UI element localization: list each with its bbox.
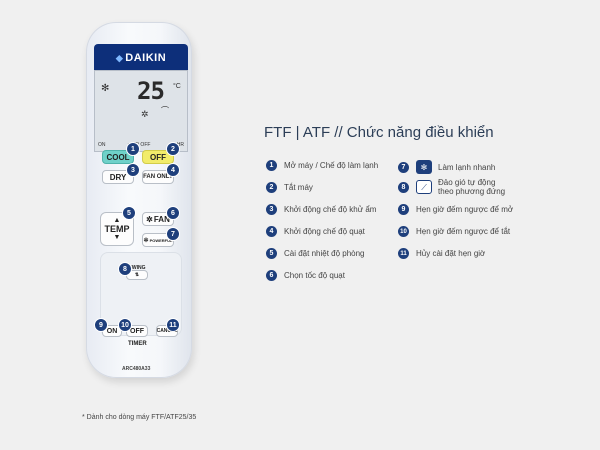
legend-text: Cài đặt nhiệt độ phòng xyxy=(284,249,365,258)
legend-text: Khởi động chế độ khử ẩm xyxy=(284,205,377,214)
legend-number: 8 xyxy=(398,181,409,193)
legend-number: 1 xyxy=(266,160,277,171)
badge-5: 5 xyxy=(122,206,136,220)
legend-item-4: 4 Khởi động chế độ quạt xyxy=(266,226,365,237)
fan-label: FAN xyxy=(153,214,170,224)
legend-text-line2: theo phương đứng xyxy=(438,187,506,196)
footnote: * Dành cho dòng máy FTF/ATF25/35 xyxy=(82,414,197,421)
legend-number: 2 xyxy=(266,182,277,193)
off-label: OFF xyxy=(150,152,166,162)
temp-up-icon: ▲ xyxy=(113,217,121,224)
timer-off-label: OFF xyxy=(130,327,144,335)
off-button[interactable]: OFF xyxy=(142,150,174,164)
brand-name: DAIKIN xyxy=(125,52,167,64)
legend-text: Làm lạnh nhanh xyxy=(438,162,496,172)
badge-1: 1 xyxy=(126,142,140,156)
legend-item-10: 10 Hẹn giờ đếm ngược để tắt xyxy=(398,226,510,237)
legend-item-3: 3 Khởi động chế độ khử ẩm xyxy=(266,204,376,215)
brand-logo: ◆ DAIKIN xyxy=(94,44,188,72)
legend-text: Mở máy / Chế độ làm lạnh xyxy=(284,161,379,170)
legend-number: 7 xyxy=(398,161,409,173)
legend-text: Hủy cài đặt hẹn giờ xyxy=(416,249,486,258)
lcd-unit: °C xyxy=(173,83,181,90)
fast-cool-icon: ✻ xyxy=(416,160,432,174)
badge-7: 7 xyxy=(166,227,180,241)
legend-item-7: 7 ✻ Làm lạnh nhanh xyxy=(398,160,495,174)
lcd-label-on: ON xyxy=(98,142,106,148)
swing-button[interactable]: SWING xyxy=(126,262,148,274)
legend-text: Hẹn giờ đếm ngược để mở xyxy=(416,205,514,214)
cool-label: COOL xyxy=(106,152,130,162)
legend-text: Đảo gió tự động theo phương đứng xyxy=(438,178,505,196)
legend-item-5: 5 Cài đặt nhiệt độ phòng xyxy=(266,248,365,259)
fan-icon: ✲ xyxy=(146,214,153,224)
legend-item-8: 8 ⟋ Đảo gió tự động theo phương đứng xyxy=(398,178,505,196)
badge-4: 4 xyxy=(166,163,180,177)
cool-button[interactable]: COOL xyxy=(102,150,134,164)
legend-item-9: 9 Hẹn giờ đếm ngược để mở xyxy=(398,204,513,215)
lcd-temperature: 25 xyxy=(137,77,165,105)
legend-text: Hẹn giờ đếm ngược để tắt xyxy=(416,227,511,236)
legend-number: 3 xyxy=(266,204,277,215)
badge-6: 6 xyxy=(166,206,180,220)
powerful-icon: ✲ xyxy=(143,237,149,244)
fan-only-label: FAN ONLY xyxy=(143,174,173,180)
legend-item-11: 11 Hủy cài đặt hẹn giờ xyxy=(398,248,485,259)
snowflake-icon: ✻ xyxy=(101,83,110,94)
timer-on-label: ON xyxy=(106,327,118,335)
daikin-mark-icon: ◆ xyxy=(115,52,124,63)
legend-number: 11 xyxy=(398,248,409,259)
timer-label: TIMER xyxy=(128,341,147,347)
model-number: ARC480A33 xyxy=(122,366,151,372)
legend-number: 9 xyxy=(398,204,409,215)
badge-3: 3 xyxy=(126,163,140,177)
legend-item-2: 2 Tắt máy xyxy=(266,182,313,193)
badge-2: 2 xyxy=(166,142,180,156)
lcd-display: ✻ 25 °C ✲ ⌒ ON ⇌HR OFF ⇌HR xyxy=(94,70,188,152)
legend-item-1: 1 Mở máy / Chế độ làm lạnh xyxy=(266,160,378,171)
legend-text: Khởi động chế độ quạt xyxy=(284,227,365,236)
badge-8: 8 xyxy=(118,262,132,276)
vane-icon: ⌒ xyxy=(161,106,169,115)
legend-text-line1: Đảo gió tự động xyxy=(438,178,496,187)
legend-number: 6 xyxy=(266,270,277,281)
legend-number: 5 xyxy=(266,248,277,259)
legend-number: 4 xyxy=(266,226,277,237)
legend-text: Tắt máy xyxy=(284,183,313,192)
temp-label: TEMP xyxy=(104,224,130,234)
dry-label: DRY xyxy=(109,172,127,182)
fan-speed-icon: ✲ xyxy=(141,109,149,119)
badge-9: 9 xyxy=(94,318,108,332)
timer-cancel-label: CANCEL xyxy=(156,328,178,334)
badge-11: 11 xyxy=(166,318,180,332)
legend-number: 10 xyxy=(398,226,409,237)
legend-item-6: 6 Chọn tốc độ quạt xyxy=(266,270,345,281)
swing-key-icon: ⇅ xyxy=(134,272,140,278)
badge-10: 10 xyxy=(118,318,132,332)
temp-down-icon: ▼ xyxy=(113,234,121,241)
swing-label: SWING xyxy=(128,265,146,271)
legend-text: Chọn tốc độ quạt xyxy=(284,271,345,280)
page-title: FTF | ATF // Chức năng điều khiển xyxy=(264,124,494,141)
powerful-label: POWERFUL xyxy=(149,237,173,243)
swing-icon: ⟋ xyxy=(416,180,432,194)
